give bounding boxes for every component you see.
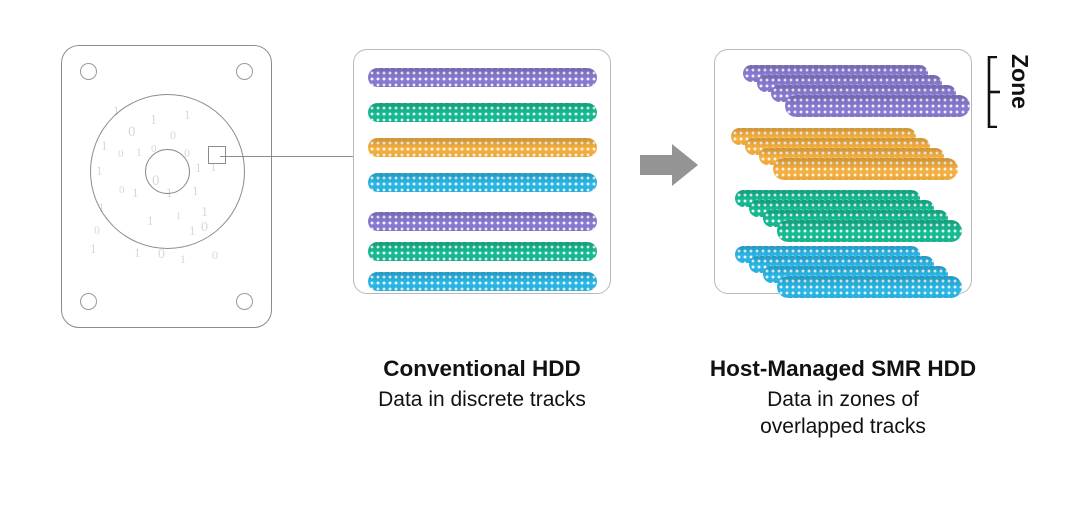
screw-hole-bottom-right xyxy=(236,293,253,310)
caption-conventional-subtitle: Data in discrete tracks xyxy=(378,388,586,412)
screw-hole-bottom-left xyxy=(80,293,97,310)
data-track-blue-z3-t3 xyxy=(777,276,962,298)
track-dot-pattern xyxy=(368,103,597,122)
binary-bit: 0 xyxy=(94,223,100,237)
binary-bit: 0 xyxy=(212,248,218,262)
data-track-blue-6 xyxy=(368,272,597,291)
track-dot-pattern xyxy=(368,242,597,261)
track-zoom-highlight xyxy=(208,146,226,164)
zone-bracket-icon xyxy=(986,55,1002,129)
data-track-purple-0 xyxy=(368,68,597,87)
track-dot-pattern xyxy=(368,272,597,291)
track-dot-pattern xyxy=(368,138,597,157)
zone-label: Zone xyxy=(1007,54,1033,109)
spindle-hub-icon xyxy=(145,149,190,194)
screw-hole-top-left xyxy=(80,63,97,80)
disk-platter-icon xyxy=(90,94,245,249)
caption-smr: Host-Managed SMR HDD Data in zones of ov… xyxy=(683,355,1003,441)
caption-smr-subtitle-line2: overlapped tracks xyxy=(760,415,926,439)
binary-bit: 0 xyxy=(158,247,165,262)
track-dot-pattern xyxy=(368,173,597,192)
binary-bit: 1 xyxy=(134,245,141,260)
data-track-teal-z2-t3 xyxy=(777,220,962,242)
track-dot-pattern xyxy=(368,68,597,87)
caption-conventional-title: Conventional HDD xyxy=(383,356,581,381)
track-dot-pattern xyxy=(773,158,958,180)
caption-conventional: Conventional HDD Data in discrete tracks xyxy=(331,355,633,413)
binary-bit: 1 xyxy=(180,252,186,266)
transition-arrow xyxy=(640,142,698,188)
track-dot-pattern xyxy=(368,212,597,231)
track-dot-pattern xyxy=(777,220,962,242)
data-track-purple-z0-t3 xyxy=(785,95,970,117)
track-dot-pattern xyxy=(785,95,970,117)
data-track-blue-3 xyxy=(368,173,597,192)
leader-line xyxy=(220,156,354,157)
data-track-purple-4 xyxy=(368,212,597,231)
caption-smr-title: Host-Managed SMR HDD xyxy=(709,356,977,381)
conventional-hdd-panel xyxy=(353,49,611,294)
host-managed-smr-panel xyxy=(714,49,972,298)
data-track-teal-5 xyxy=(368,242,597,261)
track-dot-pattern xyxy=(777,276,962,298)
caption-smr-subtitle-line1: Data in zones of xyxy=(767,388,919,412)
data-track-orange-2 xyxy=(368,138,597,157)
data-track-teal-1 xyxy=(368,103,597,122)
screw-hole-top-right xyxy=(236,63,253,80)
data-track-orange-z1-t3 xyxy=(773,158,958,180)
binary-bit: 1 xyxy=(90,241,97,256)
